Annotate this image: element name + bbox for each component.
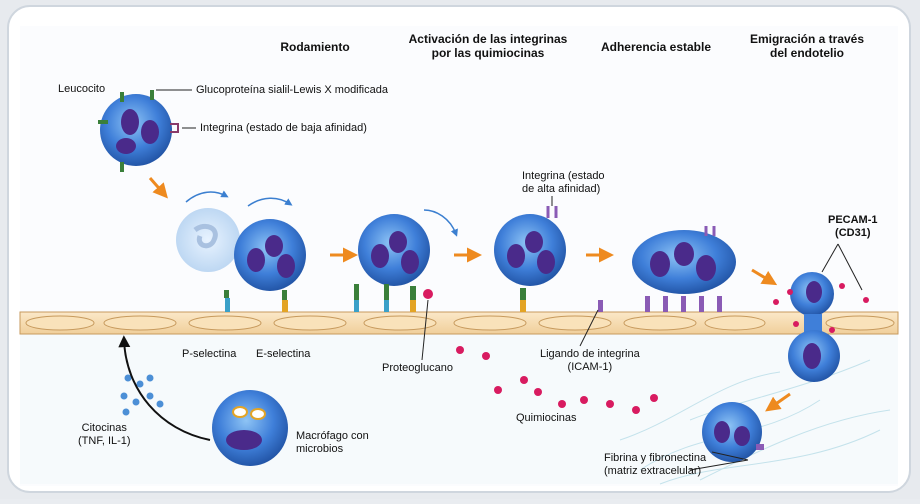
label-integrin-ligand-line1: Ligando de integrina (540, 348, 640, 361)
label-leukocyte: Leucocito (58, 83, 105, 96)
header-integrin-activation: Activación de las integrinas por las qui… (398, 32, 578, 60)
label-fibrin-line2: (matriz extracelular) (604, 465, 706, 478)
label-cytokines-line2: (TNF, IL-1) (78, 435, 131, 448)
label-cytokines-line1: Citocinas (78, 422, 131, 435)
label-sialyl-lewis: Glucoproteína sialil-Lewis X modificada (196, 84, 388, 97)
header-emigration-line2: del endotelio (744, 46, 870, 60)
label-integrin-high-line1: Integrina (estado (522, 170, 605, 183)
endothelium-layer (20, 312, 898, 334)
label-chemokines: Quimiocinas (516, 412, 577, 425)
macrophage-cell (212, 390, 288, 466)
label-e-selectin: E-selectina (256, 348, 310, 361)
header-rolling: Rodamiento (252, 40, 378, 54)
rolling-ghost-cell (176, 208, 240, 272)
label-macrophage-line2: microbios (296, 443, 369, 456)
label-integrin-ligand: Ligando de integrina (ICAM-1) (540, 348, 640, 374)
label-macrophage-line1: Macrófago con (296, 430, 369, 443)
label-fibrin: Fibrina y fibronectina (matriz extracelu… (604, 452, 706, 478)
header-emigration-line1: Emigración a través (744, 32, 870, 46)
label-pecam-line2: (CD31) (828, 227, 878, 240)
header-stable-adhesion: Adherencia estable (596, 40, 716, 54)
label-cytokines: Citocinas (TNF, IL-1) (78, 422, 131, 448)
label-p-selectin: P-selectina (182, 348, 236, 361)
header-emigration: Emigración a través del endotelio (744, 32, 870, 60)
label-fibrin-line1: Fibrina y fibronectina (604, 452, 706, 465)
label-pecam-line1: PECAM-1 (828, 214, 878, 227)
label-integrin-low: Integrina (estado de baja afinidad) (200, 122, 367, 135)
label-macrophage: Macrófago con microbios (296, 430, 369, 456)
header-integrin-activation-line2: por las quimiocinas (398, 46, 578, 60)
label-integrin-ligand-line2: (ICAM-1) (540, 361, 640, 374)
header-integrin-activation-line1: Activación de las integrinas (398, 32, 578, 46)
label-proteoglycan: Proteoglucano (382, 362, 453, 375)
label-integrin-high: Integrina (estado de alta afinidad) (522, 170, 605, 196)
label-integrin-high-line2: de alta afinidad) (522, 183, 605, 196)
label-pecam: PECAM-1 (CD31) (828, 214, 878, 240)
